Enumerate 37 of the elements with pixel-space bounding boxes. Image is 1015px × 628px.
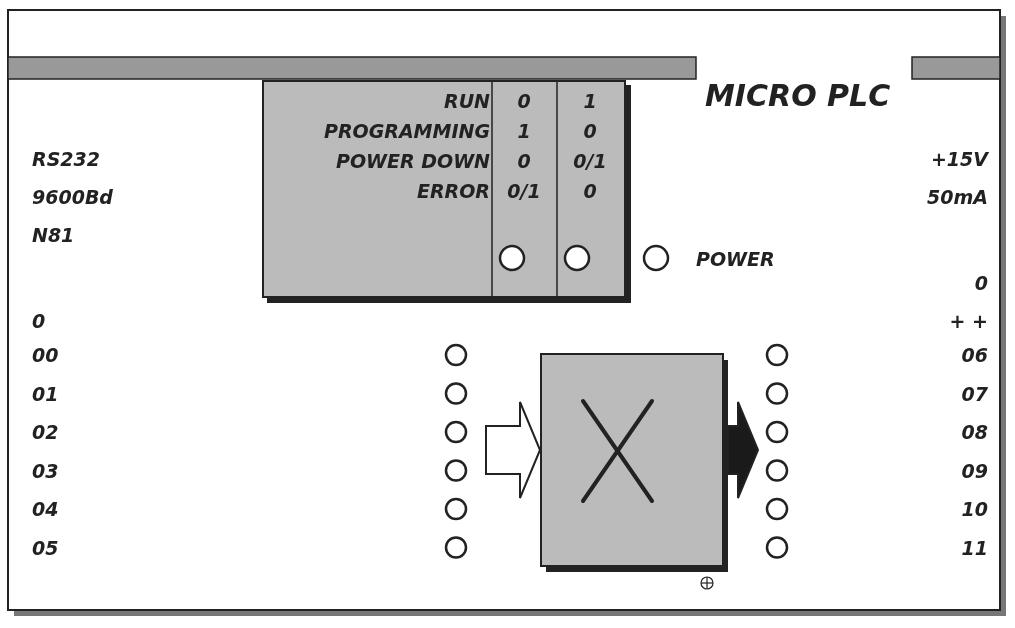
terminal-label: +15V (930, 148, 988, 170)
status-label: POWER DOWN (334, 150, 490, 172)
terminal-label: + + (949, 310, 988, 332)
terminal-label: RS232 (32, 148, 100, 170)
terminal-label: 00 (32, 344, 59, 366)
terminal-label: 08 (961, 421, 988, 443)
terminal-label: 04 (32, 498, 59, 520)
block-arrow (485, 401, 542, 499)
status-label: RUN (443, 90, 490, 112)
terminal-label: 9600Bd (32, 186, 113, 208)
terminal-label: 0 (974, 272, 988, 294)
status-value: 0 (582, 120, 598, 142)
status-value: 0 (516, 150, 532, 172)
status-value: 1 (582, 90, 598, 112)
status-value: 0 (516, 90, 532, 112)
terminal-label: N81 (32, 224, 75, 246)
terminal-label: 0 (32, 310, 46, 332)
led-label: POWER (696, 248, 775, 270)
terminal-label: 05 (32, 536, 59, 559)
terminal-label: 06 (961, 344, 988, 366)
terminal-label: 03 (32, 459, 59, 482)
status-value: 0/1 (506, 180, 542, 202)
terminal-label: 50mA (927, 186, 988, 208)
terminal-label: 07 (961, 382, 988, 405)
block-arrow (727, 401, 760, 499)
terminal-label: 09 (961, 459, 988, 482)
status-value: 0 (582, 180, 598, 202)
terminal-label: 11 (961, 536, 988, 559)
status-label: PROGRAMMING (322, 120, 490, 142)
terminal-label: 02 (32, 421, 59, 443)
terminal-label: 01 (32, 382, 59, 405)
processor-block (540, 353, 728, 572)
status-label: ERROR (415, 180, 490, 202)
terminal-label: 10 (961, 498, 988, 520)
status-value: 0/1 (572, 150, 608, 172)
panel-title: MICRO PLC (705, 78, 891, 114)
status-value: 1 (516, 120, 532, 142)
